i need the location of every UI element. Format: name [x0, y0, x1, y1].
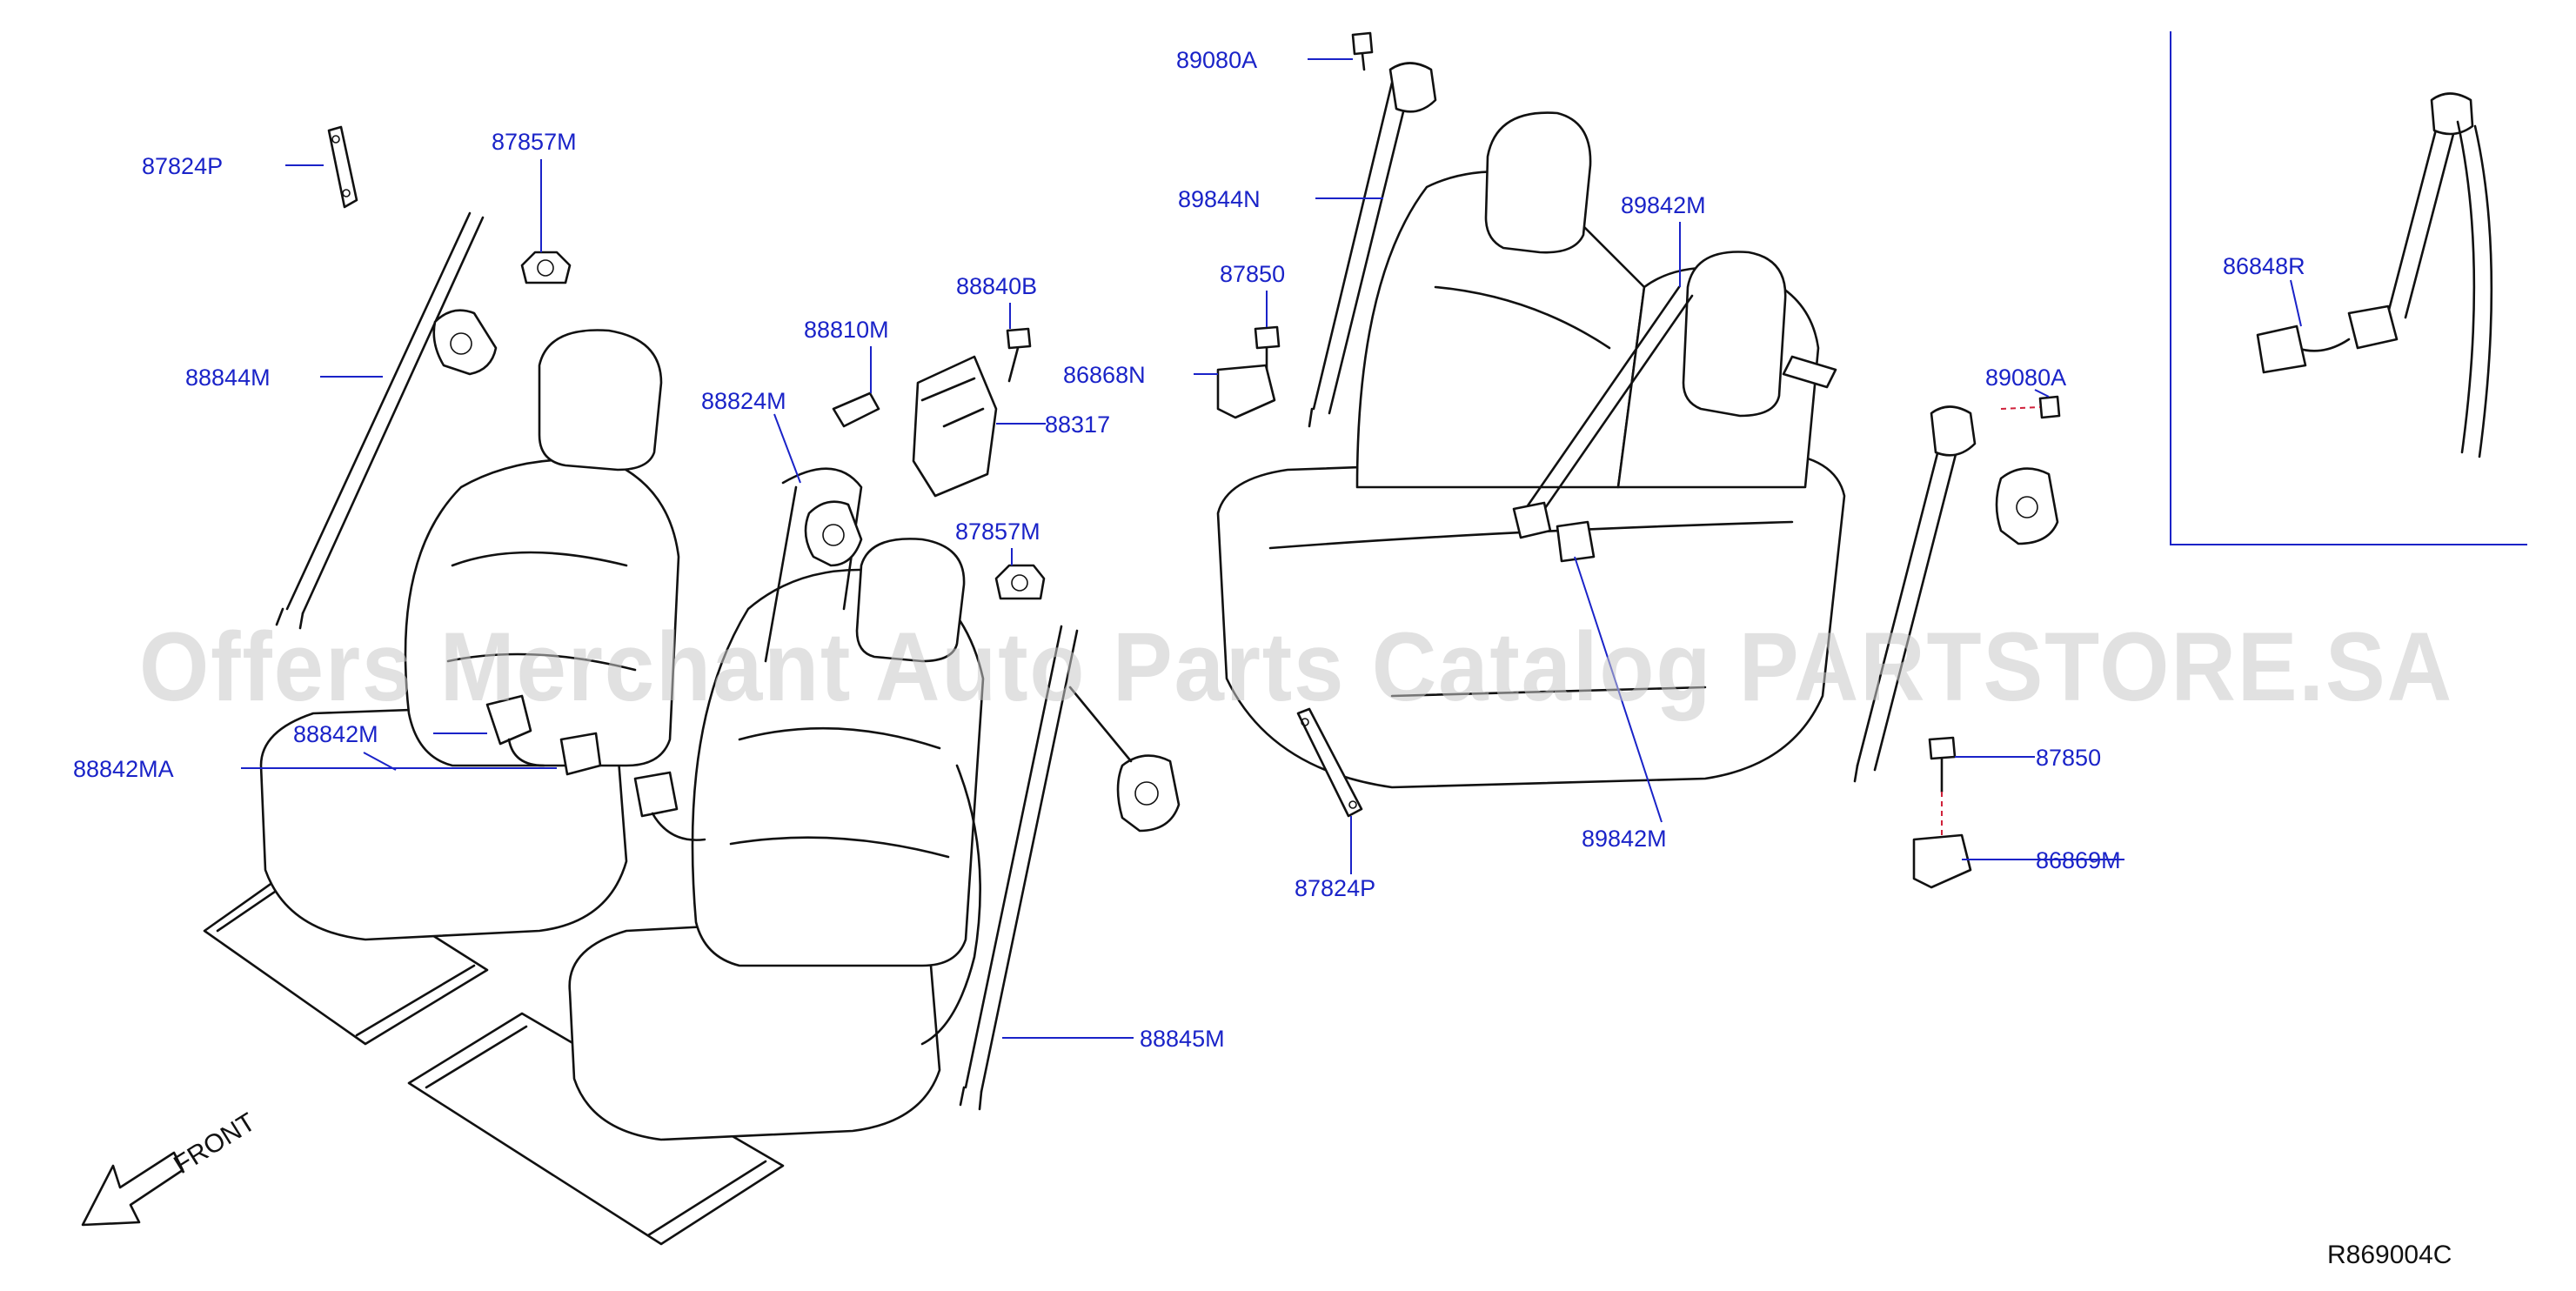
label-88317: 88317	[1045, 411, 1110, 438]
nut-87857M-top	[520, 251, 572, 284]
diagram-reference-code: R869004C	[2327, 1241, 2452, 1269]
label-88842M: 88842M	[293, 721, 378, 747]
watermark-text: Offers Merchant Auto Parts Catalog PARTS…	[139, 612, 2453, 721]
retractor-88824M	[764, 467, 863, 663]
inset-belt-86848R	[2256, 92, 2493, 458]
label-86869M: 86869M	[2036, 847, 2121, 873]
front-label: FRONT	[169, 1107, 260, 1180]
label-88824M: 88824M	[701, 388, 786, 414]
leader-lines	[241, 58, 2302, 1039]
front-seat-assembly-right	[407, 538, 985, 1246]
front-seat-assembly-left	[203, 329, 680, 1046]
label-88844M: 88844M	[185, 365, 271, 391]
label-89080A-top: 89080A	[1176, 47, 1257, 73]
label-89842M-bottom: 89842M	[1582, 826, 1667, 852]
bolt-88840B	[1006, 327, 1032, 383]
label-87857M-top: 87857M	[492, 129, 577, 155]
rear-belt-right	[1853, 405, 2059, 783]
label-88842MA: 88842MA	[73, 756, 174, 782]
bracket-86869M	[1912, 833, 1972, 889]
front-direction-arrow	[81, 1151, 184, 1227]
label-88810M: 88810M	[804, 317, 889, 343]
anchor-rail-87824P-left	[327, 125, 358, 209]
inset-frame	[2170, 31, 2527, 545]
label-89080A-right: 89080A	[1985, 365, 2066, 391]
label-87824P-bottom: 87824P	[1295, 875, 1375, 901]
rear-belt-89844N	[1308, 62, 1437, 428]
bracket-88317	[912, 355, 998, 498]
bracket-86868N	[1216, 364, 1276, 419]
label-89844N: 89844N	[1178, 186, 1261, 212]
label-87857M-middle: 87857M	[955, 518, 1040, 545]
bolt-89080A-top	[1351, 31, 1374, 71]
front-belt-88844M	[275, 211, 498, 630]
bolt-89080A-right	[2000, 395, 2061, 419]
label-86868N: 86868N	[1063, 362, 1146, 388]
center-belt-89842M	[1512, 285, 1694, 563]
nut-87857M-middle	[994, 564, 1046, 600]
bolt-87850-right	[1928, 736, 1957, 835]
label-88840B: 88840B	[956, 273, 1037, 299]
buckle-88842MA	[633, 771, 706, 841]
part-labels: 87824P 87857M 88844M 88840B 88810M 86868…	[73, 47, 2305, 1052]
label-89842M-top: 89842M	[1621, 192, 1706, 218]
label-87824P-top: 87824P	[142, 153, 223, 179]
anchor-rail-87824P-middle	[1296, 707, 1363, 818]
label-88845M: 88845M	[1140, 1026, 1225, 1052]
label-87850-right: 87850	[2036, 745, 2101, 771]
front-belt-88845M	[959, 625, 1181, 1111]
rear-seat-assembly	[1216, 111, 1846, 789]
cover-88810M	[832, 391, 880, 428]
label-87850-top: 87850	[1220, 261, 1285, 287]
buckle-88842M	[485, 694, 602, 776]
label-86848R: 86848R	[2223, 253, 2305, 279]
